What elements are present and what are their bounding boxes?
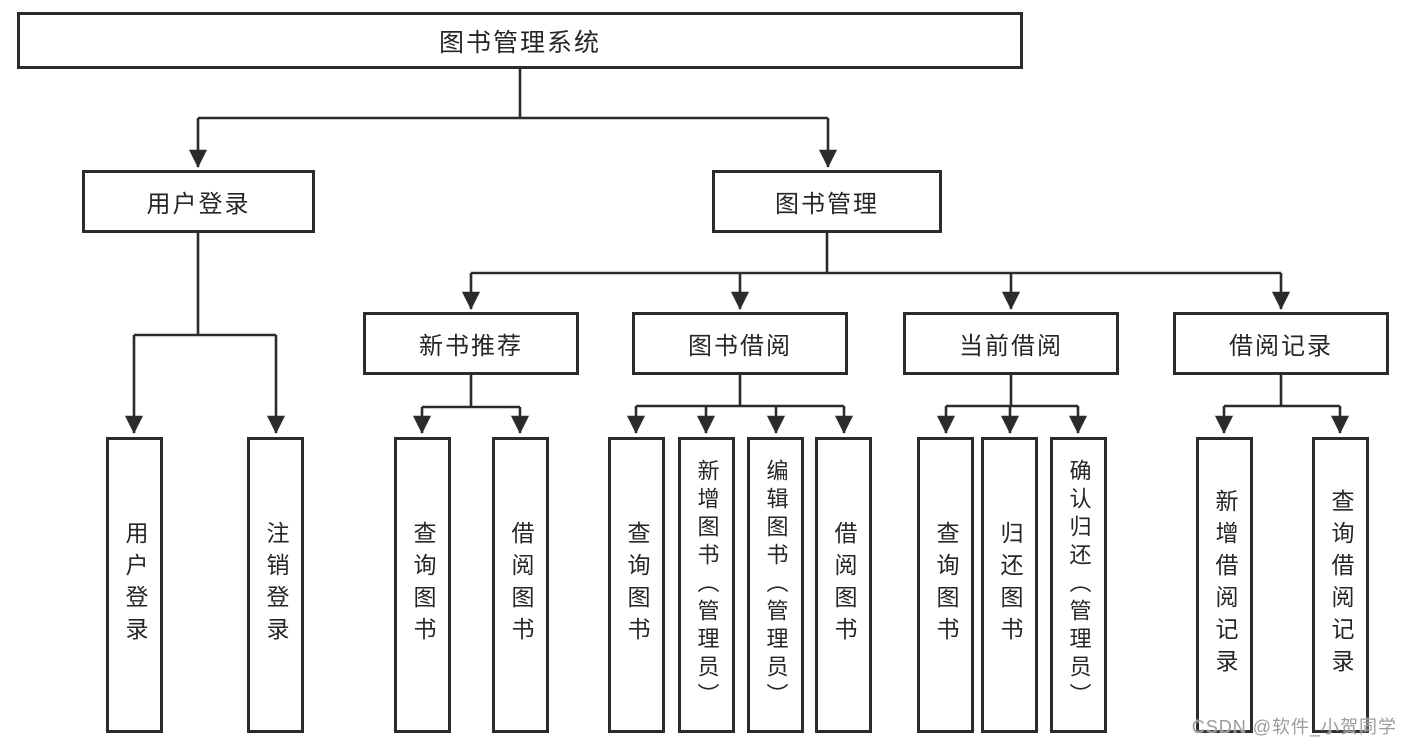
node-library-management-system: 图书管理系统 [17, 12, 1023, 69]
leaf-confirm-return-admin: 确认归还（管理员） [1050, 437, 1107, 733]
node-book-management-module: 图书管理 [712, 170, 942, 233]
node-borrowing-records: 借阅记录 [1173, 312, 1389, 375]
leaf-query-borrow-record: 查询借阅记录 [1312, 437, 1369, 733]
leaf-user-login: 用户登录 [106, 437, 163, 733]
leaf-edit-books-admin: 编辑图书（管理员） [747, 437, 804, 733]
csdn-watermark: CSDN @软件_小贺同学 [1191, 717, 1397, 737]
node-book-borrowing: 图书借阅 [632, 312, 848, 375]
leaf-query-books-current: 查询图书 [917, 437, 974, 733]
leaf-return-books: 归还图书 [981, 437, 1038, 733]
leaf-add-books-admin: 新增图书（管理员） [678, 437, 735, 733]
leaf-borrow-books: 借阅图书 [815, 437, 872, 733]
node-current-borrowing: 当前借阅 [903, 312, 1119, 375]
node-new-book-recommendation: 新书推荐 [363, 312, 579, 375]
leaf-query-books-recommend: 查询图书 [394, 437, 451, 733]
leaf-add-borrow-record: 新增借阅记录 [1196, 437, 1253, 733]
leaf-query-books-borrowing: 查询图书 [608, 437, 665, 733]
node-user-login-module: 用户登录 [82, 170, 315, 233]
leaf-borrow-books-recommend: 借阅图书 [492, 437, 549, 733]
leaf-logout: 注销登录 [247, 437, 304, 733]
